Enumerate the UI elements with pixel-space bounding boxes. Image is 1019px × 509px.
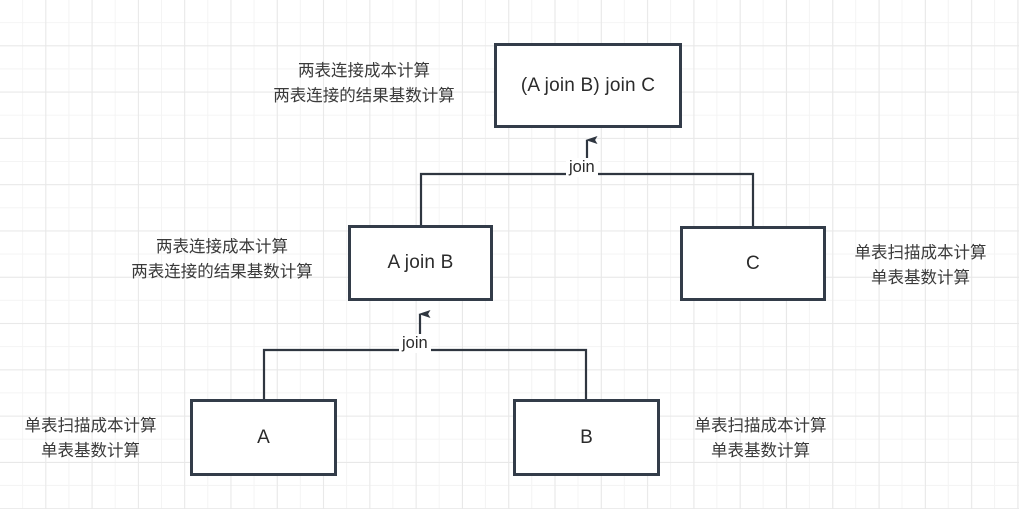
node-abc[interactable]: (A join B) join C <box>494 43 682 128</box>
note-top-left-line1: 两表连接成本计算 <box>298 62 430 80</box>
note-bottom-right-line1: 单表扫描成本计算 <box>694 417 827 435</box>
note-mid-right-line1: 单表扫描成本计算 <box>854 244 987 262</box>
edge-join-bottom <box>262 310 588 399</box>
note-bottom-left: 单表扫描成本计算 单表基数计算 <box>8 414 173 464</box>
note-top-left: 两表连接成本计算 两表连接的结果基数计算 <box>264 59 464 109</box>
node-ab-label: A join B <box>387 252 454 273</box>
node-c[interactable]: C <box>680 226 826 301</box>
note-mid-right: 单表扫描成本计算 单表基数计算 <box>838 241 1003 291</box>
note-mid-left-line1: 两表连接成本计算 <box>156 238 288 256</box>
note-mid-right-line2: 单表基数计算 <box>871 268 970 287</box>
edge-label-join-bottom: join <box>399 334 431 353</box>
edge-label-join-top: join <box>566 158 598 177</box>
node-c-label: C <box>746 252 760 274</box>
node-b[interactable]: B <box>513 399 660 476</box>
note-top-left-line2: 两表连接的结果基数计算 <box>273 86 455 105</box>
note-mid-left-line2: 两表连接的结果基数计算 <box>131 262 313 281</box>
node-abc-label: (A join B) join C <box>520 74 656 96</box>
node-b-label: B <box>580 426 593 448</box>
edge-join-top <box>419 136 755 226</box>
note-bottom-left-line2: 单表基数计算 <box>41 441 140 460</box>
note-bottom-right: 单表扫描成本计算 单表基数计算 <box>678 414 843 464</box>
node-ab[interactable]: A join B <box>348 225 493 301</box>
note-bottom-left-line1: 单表扫描成本计算 <box>24 417 157 435</box>
note-mid-left: 两表连接成本计算 两表连接的结果基数计算 <box>122 235 322 285</box>
node-a-label: A <box>257 426 270 448</box>
note-bottom-right-line2: 单表基数计算 <box>711 441 810 460</box>
node-a[interactable]: A <box>190 399 337 476</box>
